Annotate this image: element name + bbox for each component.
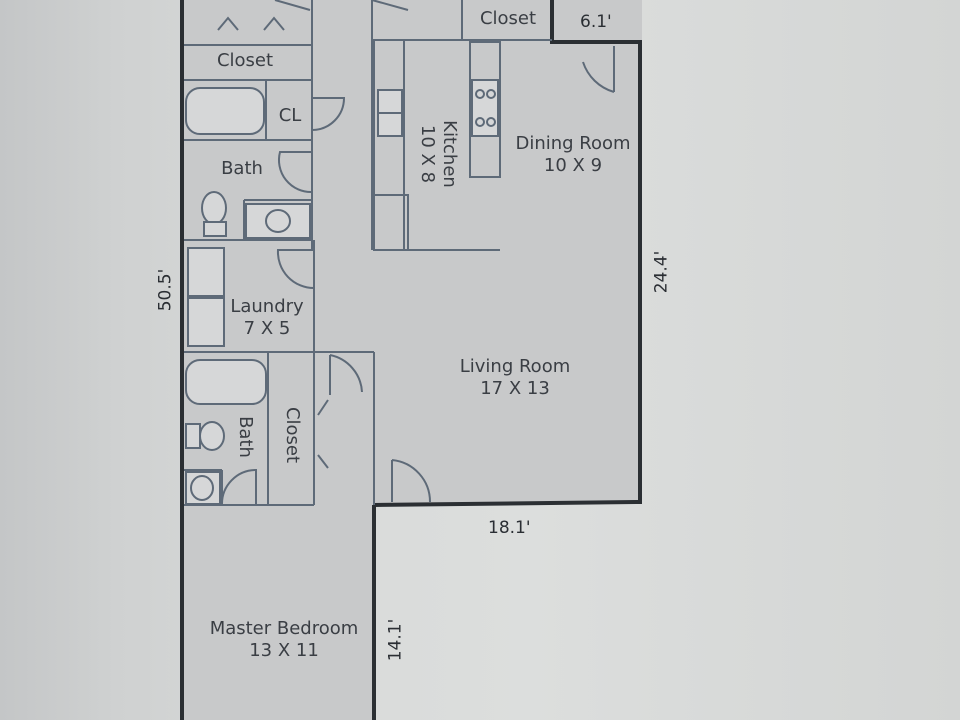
dining-room-label: Dining Room 10 X 9	[515, 133, 631, 176]
dimension-left-side: 50.5'	[155, 268, 176, 312]
bathtub-upper-icon	[185, 87, 265, 135]
toilet-upper-icon	[201, 191, 227, 225]
bath-lower-label: Bath	[235, 416, 256, 458]
bath-upper-label: Bath	[221, 158, 263, 179]
closet-top-left-label: Closet	[216, 50, 274, 71]
dimension-top-right: 6.1'	[580, 12, 612, 32]
door-living-bottom	[391, 459, 432, 503]
door-dining	[582, 46, 615, 93]
door-bath-lower	[220, 468, 257, 506]
bathtub-lower-icon	[185, 359, 267, 405]
fixtures	[185, 79, 499, 505]
door-laundry	[276, 249, 315, 290]
dimension-bottom-living: 18.1'	[488, 518, 531, 538]
closet-bifold-lower	[317, 399, 329, 469]
closet-lower-label: Closet	[282, 406, 303, 464]
closet-bifold-top	[217, 16, 285, 31]
closet-top-right-label: Closet	[479, 8, 537, 29]
dimension-bedroom-side: 14.1'	[385, 618, 406, 662]
door-bath-upper	[277, 151, 313, 194]
doors	[217, 0, 615, 506]
stove-icon	[471, 79, 499, 137]
master-bedroom-label: Master Bedroom 13 X 11	[209, 618, 359, 661]
washer-icon	[187, 247, 225, 297]
dryer-icon	[187, 297, 225, 347]
toilet-lower-icon	[199, 421, 225, 451]
dimension-right-side: 24.4'	[651, 250, 672, 294]
kitchen-label: Kitchen 10 X 8	[417, 120, 460, 188]
laundry-label: Laundry 7 X 5	[230, 296, 304, 339]
exterior-walls	[180, 0, 642, 720]
door-cl	[311, 97, 346, 131]
interior-walls	[184, 0, 552, 506]
cl-label: CL	[278, 105, 302, 126]
door-lower-closet	[329, 354, 363, 395]
door-top-closet	[274, 0, 409, 11]
living-room-label: Living Room 17 X 13	[459, 356, 571, 399]
